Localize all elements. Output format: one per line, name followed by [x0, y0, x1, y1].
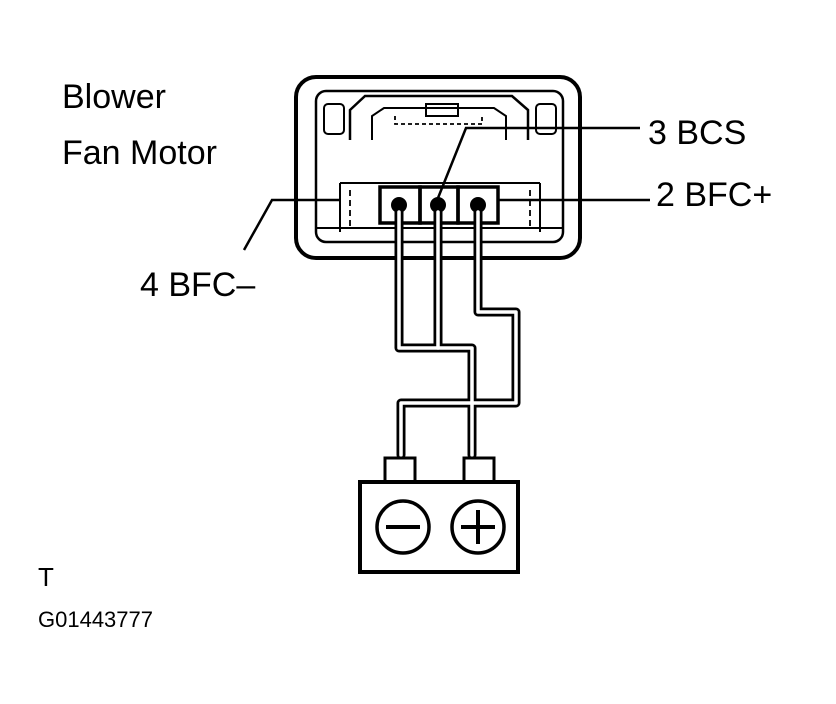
pin-label-2-bfc-plus: 2 BFC+ [656, 176, 773, 214]
test-lead-wires [394, 207, 521, 460]
terminal-3 [430, 197, 446, 213]
component-title-line2: Fan Motor [62, 134, 217, 172]
minus-terminal-icon [375, 499, 431, 555]
footer-letter: T [38, 562, 54, 592]
terminal-2 [470, 197, 486, 213]
terminal-4 [391, 197, 407, 213]
pin-label-3-bcs: 3 BCS [648, 114, 747, 152]
plus-terminal-icon [450, 499, 506, 555]
pin-label-4-bfc-minus: 4 BFC– [140, 266, 256, 304]
label-leader-lines [242, 126, 650, 251]
figure-code: G01443777 [38, 607, 153, 632]
battery [358, 456, 520, 574]
component-title-line1: Blower [62, 78, 166, 116]
